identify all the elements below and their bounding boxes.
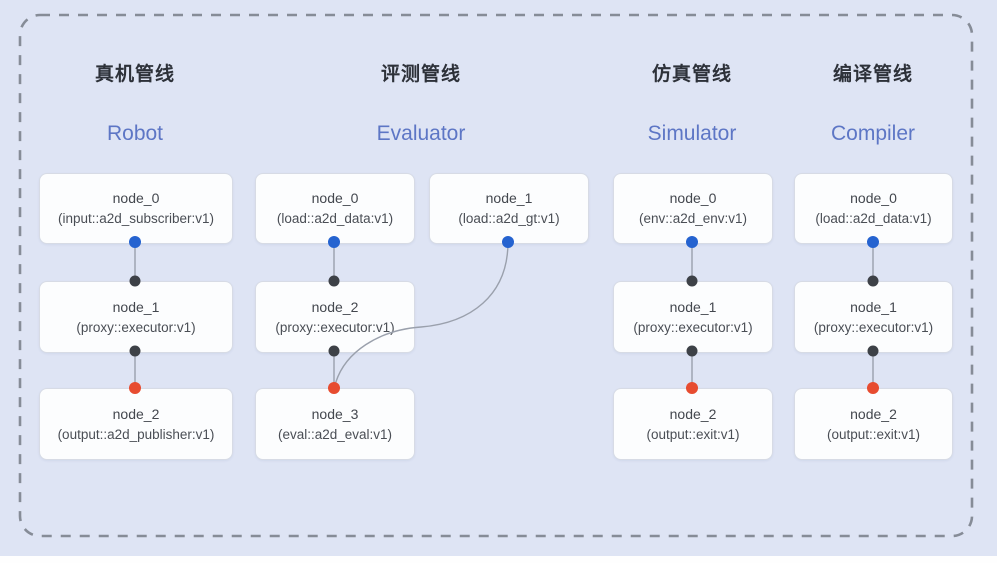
node-detail: (eval::a2d_eval:v1) [277,426,393,442]
pipeline-title-en-compiler: Compiler [830,122,916,145]
node-name: node_2 [311,298,359,315]
bottom-edge-strip [0,556,997,563]
node-box-evaluator-node_2: node_2 (proxy::executor:v1) [255,281,415,353]
node-detail: (input::a2d_subscriber:v1) [57,211,215,226]
pipeline-header-robot: 真机管线 Robot [38,62,232,147]
node-name: node_1 [669,298,717,315]
node-box-simulator-node_0: node_0 (env::a2d_env:v1) [613,173,773,244]
node-box-compiler-node_1: node_1 (proxy::executor:v1) [794,281,953,353]
node-detail: (load::a2d_data:v1) [276,211,394,226]
node-name: node_3 [311,405,359,422]
node-box-robot-node_1: node_1 (proxy::executor:v1) [39,281,233,353]
node-name: node_1 [112,298,160,315]
node-name: node_0 [112,190,160,206]
node-detail: (load::a2d_gt:v1) [458,211,560,226]
node-detail: (proxy::executor:v1) [633,319,753,335]
node-detail: (env::a2d_env:v1) [638,211,748,226]
node-detail: (load::a2d_data:v1) [815,211,932,226]
node-box-robot-node_0: node_0 (input::a2d_subscriber:v1) [39,173,233,244]
node-detail: (output::a2d_publisher:v1) [57,426,215,442]
pipeline-header-evaluator: 评测管线 Evaluator [256,62,586,147]
node-name: node_0 [669,190,717,206]
node-box-evaluator-node_1: node_1 (load::a2d_gt:v1) [429,173,589,244]
pipeline-title-zh-robot: 真机管线 [94,64,175,85]
node-name: node_2 [850,405,897,422]
node-name: node_1 [485,190,533,206]
node-name: node_0 [850,190,897,206]
node-box-evaluator-node_3: node_3 (eval::a2d_eval:v1) [255,388,415,460]
node-detail: (proxy::executor:v1) [76,319,196,335]
pipeline-header-simulator: 仿真管线 Simulator [612,62,772,147]
node-detail: (proxy::executor:v1) [813,319,934,335]
node-name: node_0 [311,190,359,206]
node-name: node_1 [850,298,897,315]
pipeline-title-en-evaluator: Evaluator [376,122,466,145]
pipeline-header-compiler: 编译管线 Compiler [793,62,953,147]
node-detail: (output::exit:v1) [646,426,740,442]
pipeline-title-zh-simulator: 仿真管线 [651,64,732,85]
node-name: node_2 [112,405,160,422]
pipeline-title-zh-evaluator: 评测管线 [380,64,461,85]
node-box-simulator-node_2: node_2 (output::exit:v1) [613,388,773,460]
pipeline-title-en-robot: Robot [106,122,164,145]
node-box-compiler-node_2: node_2 (output::exit:v1) [794,388,953,460]
node-box-robot-node_2: node_2 (output::a2d_publisher:v1) [39,388,233,460]
node-box-compiler-node_0: node_0 (load::a2d_data:v1) [794,173,953,244]
node-name: node_2 [669,405,717,422]
node-detail: (output::exit:v1) [826,426,921,442]
pipeline-title-en-simulator: Simulator [647,122,737,145]
node-box-simulator-node_1: node_1 (proxy::executor:v1) [613,281,773,353]
pipeline-title-zh-compiler: 编译管线 [832,64,913,85]
node-box-evaluator-node_0: node_0 (load::a2d_data:v1) [255,173,415,244]
node-detail: (proxy::executor:v1) [275,319,395,335]
